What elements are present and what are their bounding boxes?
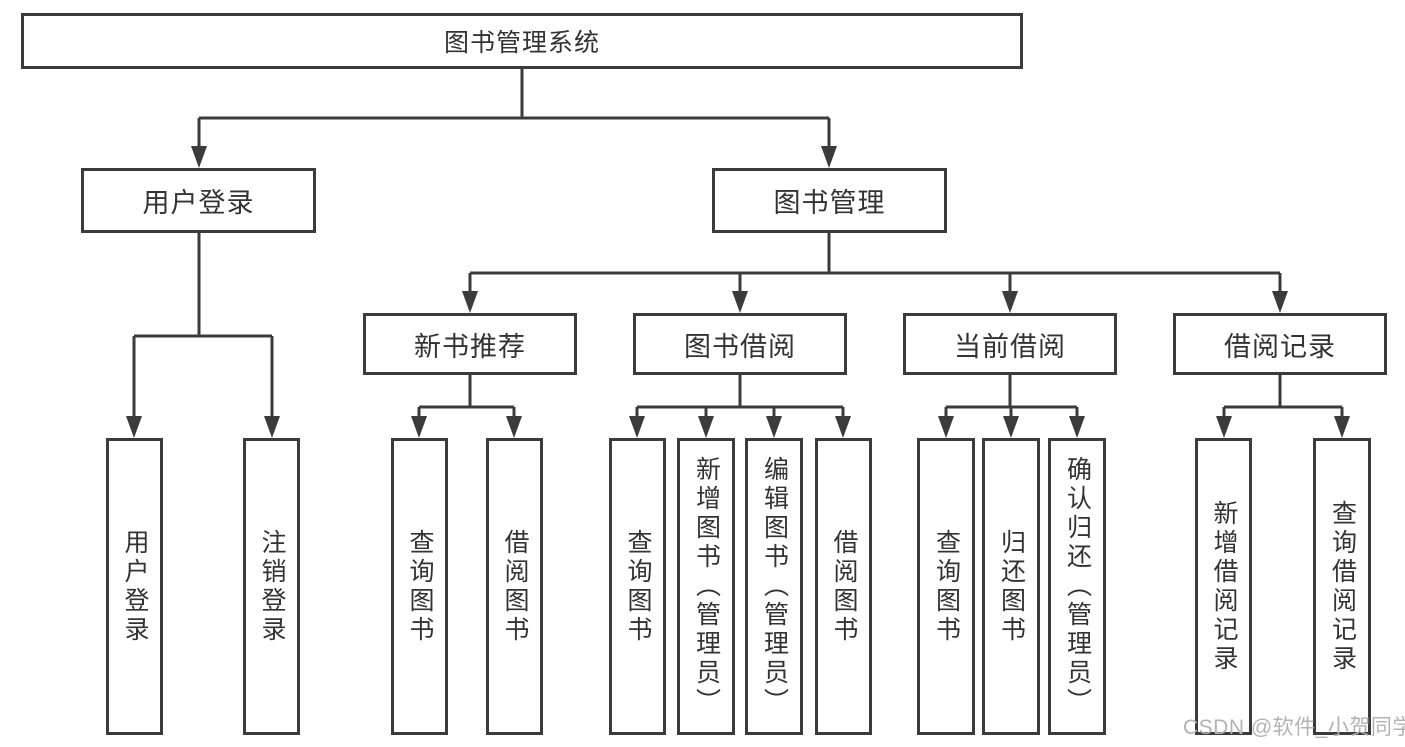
leaf-label: 借阅图书: [501, 528, 529, 645]
arrow-down-icon: [506, 416, 522, 438]
arrow-down-icon: [126, 416, 142, 438]
connector-currentborrow-to-leaves: [944, 375, 1079, 418]
arrow-down-icon: [462, 291, 478, 313]
connector-newbook-to-leaves: [417, 375, 516, 418]
node-new-book-recommend: 新书推荐: [363, 313, 577, 375]
connector-bookmgmt-to-level3: [468, 233, 1282, 293]
node-current-borrow: 当前借阅: [903, 313, 1117, 375]
connector-root-to-level2: [197, 69, 831, 148]
arrow-down-icon: [629, 416, 645, 438]
node-library-system: 图书管理系统: [21, 13, 1023, 69]
arrow-down-icon: [766, 416, 782, 438]
leaf-query-borrow-record: 查询借阅记录: [1313, 438, 1371, 735]
arrow-down-icon: [698, 416, 714, 438]
leaf-add-books-admin: 新增图书（管理员）: [677, 438, 735, 735]
leaf-label: 借阅图书: [830, 528, 858, 645]
arrow-down-icon: [821, 146, 837, 168]
arrow-down-icon: [411, 416, 427, 438]
arrow-down-icon: [732, 291, 748, 313]
arrow-down-icon: [1272, 291, 1288, 313]
node-user-login: 用户登录: [81, 168, 316, 233]
leaf-label: 编辑图书（管理员）: [760, 456, 789, 717]
arrow-down-icon: [835, 416, 851, 438]
leaf-label: 查询图书: [932, 528, 961, 645]
node-borrow-record: 借阅记录: [1173, 313, 1387, 375]
connector-bookborrow-to-leaves: [635, 375, 845, 418]
leaf-label: 查询图书: [624, 528, 652, 645]
leaf-label: 新增借阅记录: [1210, 499, 1238, 674]
leaf-label: 查询借阅记录: [1328, 499, 1357, 674]
arrow-down-icon: [264, 416, 280, 438]
arrow-down-icon: [1069, 416, 1085, 438]
arrow-down-icon: [191, 146, 207, 168]
leaf-confirm-return-admin: 确认归还（管理员）: [1048, 438, 1106, 735]
leaf-return-books: 归还图书: [982, 438, 1040, 735]
leaf-edit-books-admin: 编辑图书（管理员）: [745, 438, 803, 735]
leaf-label: 确认归还（管理员）: [1063, 456, 1092, 717]
csdn-watermark: CSDN @软件_小贺同学: [1183, 716, 1405, 739]
leaf-logout-login: 注销登录: [243, 438, 300, 735]
leaf-label: 注销登录: [258, 528, 286, 645]
arrow-down-icon: [1334, 416, 1350, 438]
node-book-borrow: 图书借阅: [633, 313, 847, 375]
arrowheads: [126, 146, 1350, 438]
arrow-down-icon: [1216, 416, 1232, 438]
node-book-management: 图书管理: [712, 168, 947, 233]
arrow-down-icon: [1003, 416, 1019, 438]
leaf-query-books-borrow: 查询图书: [609, 438, 666, 735]
leaf-label: 查询图书: [406, 528, 434, 645]
leaf-label: 新增图书（管理员）: [692, 456, 721, 717]
leaf-add-borrow-record: 新增借阅记录: [1195, 438, 1252, 735]
leaf-query-books-current: 查询图书: [917, 438, 975, 735]
connector-borrowrecord-to-leaves: [1222, 375, 1344, 418]
leaf-borrow-books-recommend: 借阅图书: [486, 438, 543, 735]
arrow-down-icon: [938, 416, 954, 438]
leaf-label: 用户登录: [121, 528, 149, 645]
leaf-borrow-books: 借阅图书: [815, 438, 872, 735]
arrow-down-icon: [1002, 291, 1018, 313]
connector-userlogin-to-leaves: [132, 233, 274, 418]
leaf-query-books-recommend: 查询图书: [391, 438, 448, 735]
leaf-label: 归还图书: [997, 528, 1026, 645]
leaf-user-login: 用户登录: [106, 438, 163, 735]
